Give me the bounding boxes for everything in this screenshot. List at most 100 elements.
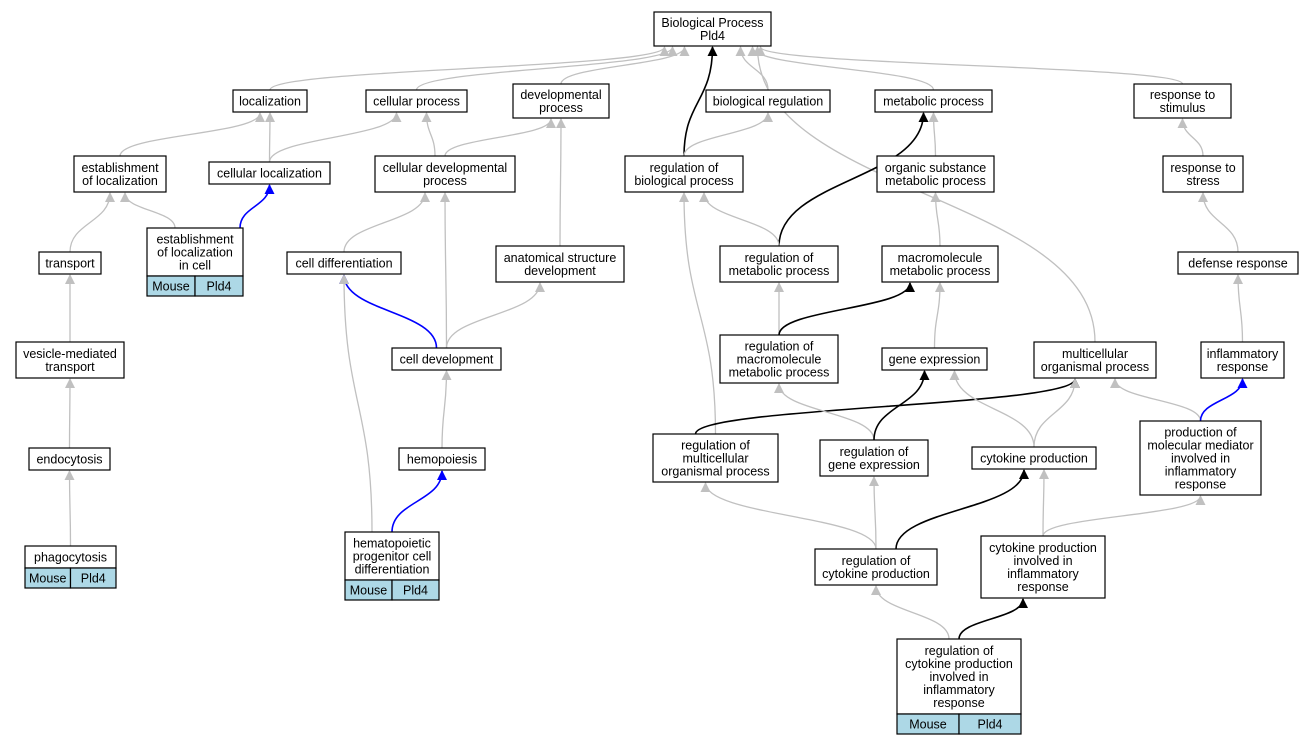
node-label-line: Biological Process [661, 16, 763, 30]
node-label-line: establishment [156, 233, 234, 247]
node-transport[interactable]: transport [38, 251, 102, 275]
node-gene-expression[interactable]: gene expression [881, 347, 988, 371]
node-label-line: organic substance [885, 161, 987, 175]
node-label-line: cytokine production [822, 567, 930, 581]
node-box [374, 155, 516, 193]
edge-is-a-regulation-of-cytokine-production-to-regulation-of-gene-expression [869, 476, 880, 550]
edge-is-a-inflammatory-response-to-defense-response [1233, 274, 1244, 343]
node-label-line: organismal process [661, 465, 769, 479]
node-box [1033, 341, 1157, 379]
edge-is-a-macromolecule-metabolic-process-to-organic-substance-metabolic-process [930, 192, 941, 247]
node-label-line: metabolic process [885, 174, 986, 188]
node-box [719, 334, 839, 384]
edge-is-a-cellular-developmental-process-to-developmental-process [444, 118, 556, 157]
node-label-line: in cell [179, 259, 211, 273]
node-label-line: cytokine production [980, 452, 1088, 466]
edge-is-a-regulation-of-cytokine-production-to-regulation-of-multicellular-organismal-process [700, 482, 877, 550]
edge-is-a-regulation-of-multicellular-organismal-process-to-regulation-of-biological-process [679, 192, 717, 435]
node-cellular-localization[interactable]: cellular localization [208, 161, 331, 185]
node-metabolic-process[interactable]: metabolic process [874, 89, 993, 113]
annotation-species-label: Mouse [152, 280, 190, 294]
edge-is-a-anatomical-structure-development-to-developmental-process [555, 118, 566, 247]
node-box [495, 245, 625, 283]
node-hemopoiesis[interactable]: hemopoiesis [398, 447, 486, 471]
node-label-line: response [1175, 478, 1226, 492]
edge-is-a-cytokine-production-to-gene-expression [949, 370, 1035, 448]
node-cytokine-production[interactable]: cytokine production [971, 446, 1097, 470]
edge-is-a-response-to-stress-to-response-to-stimulus [1177, 118, 1204, 157]
annotation-gene-label: Pld4 [206, 280, 231, 294]
node-label-line: gene expression [828, 458, 920, 472]
node-label-line: inflammatory [1007, 567, 1079, 581]
node-box [398, 447, 486, 471]
relationship-edges [64, 46, 1248, 640]
edge-is-a-defense-response-to-response-to-stress [1198, 192, 1239, 253]
edge-is-a-cytokine-production-involved-in-inflammatory-response-to-production-of-molecular-mediator [1042, 495, 1206, 537]
edge-is-a-hematopoietic-progenitor-cell-differentiation-to-cell-differentiation [339, 274, 373, 533]
edge-is-a-organic-substance-metabolic-process-to-metabolic-process [928, 112, 939, 157]
edge-is-a-establishment-of-localization-to-localization [119, 112, 265, 157]
node-label-line: stress [1186, 174, 1219, 188]
node-cell-differentiation[interactable]: cell differentiation [286, 251, 402, 275]
edge-is-a-regulation-of-metabolic-process-to-regulation-of-biological-process [699, 192, 780, 247]
node-box [1133, 83, 1232, 119]
node-label-line: macromolecule [898, 251, 983, 265]
node-box [819, 439, 929, 477]
node-label-line: development [524, 264, 596, 278]
node-label-line: process [423, 174, 467, 188]
node-cell-development[interactable]: cell development [391, 347, 502, 371]
node-label-line: involved in [1171, 452, 1230, 466]
annotation-gene-cell [391, 579, 440, 601]
edge-regulates-regulation-of-cytokine-production-to-cytokine-production [895, 469, 1029, 550]
node-label-line: cellular localization [217, 167, 322, 181]
node-box [971, 446, 1097, 470]
node-label-line: biological regulation [713, 95, 824, 109]
node-label-line: regulation of [650, 161, 719, 175]
node-label-line: cell development [400, 353, 494, 367]
edge-regulates-regulation-of-macromolecule-metabolic-process-to-macromolecule-metabolic-process [778, 282, 915, 336]
node-box [874, 89, 993, 113]
node-label-line: anatomical structure [504, 251, 617, 265]
node-box [73, 155, 167, 193]
node-biological-regulation[interactable]: biological regulation [705, 89, 831, 113]
node-label-line: cell differentiation [295, 257, 392, 271]
node-label-line: cellular developmental [383, 161, 507, 175]
node-label-line: involved in [1013, 554, 1072, 568]
node-cellular-process[interactable]: cellular process [365, 89, 468, 113]
annotation-gene-cell [194, 275, 244, 297]
edge-is-a-cell-differentiation-to-cellular-developmental-process [343, 192, 430, 253]
edge-is-a-cytokine-production-to-multicellular-organismal-process [1033, 378, 1080, 448]
node-label-line: inflammatory [923, 683, 995, 697]
node-localization[interactable]: localization [232, 89, 308, 113]
edge-regulates-regulation-of-metabolic-process-to-metabolic-process [778, 112, 929, 247]
node-label-line: establishment [81, 161, 159, 175]
node-endocytosis[interactable]: endocytosis [28, 447, 111, 471]
node-defense-response[interactable]: defense response [1177, 251, 1299, 275]
node-label-line: cytokine production [989, 541, 1097, 555]
edge-is-a-hemopoiesis-to-cell-development [441, 370, 452, 449]
